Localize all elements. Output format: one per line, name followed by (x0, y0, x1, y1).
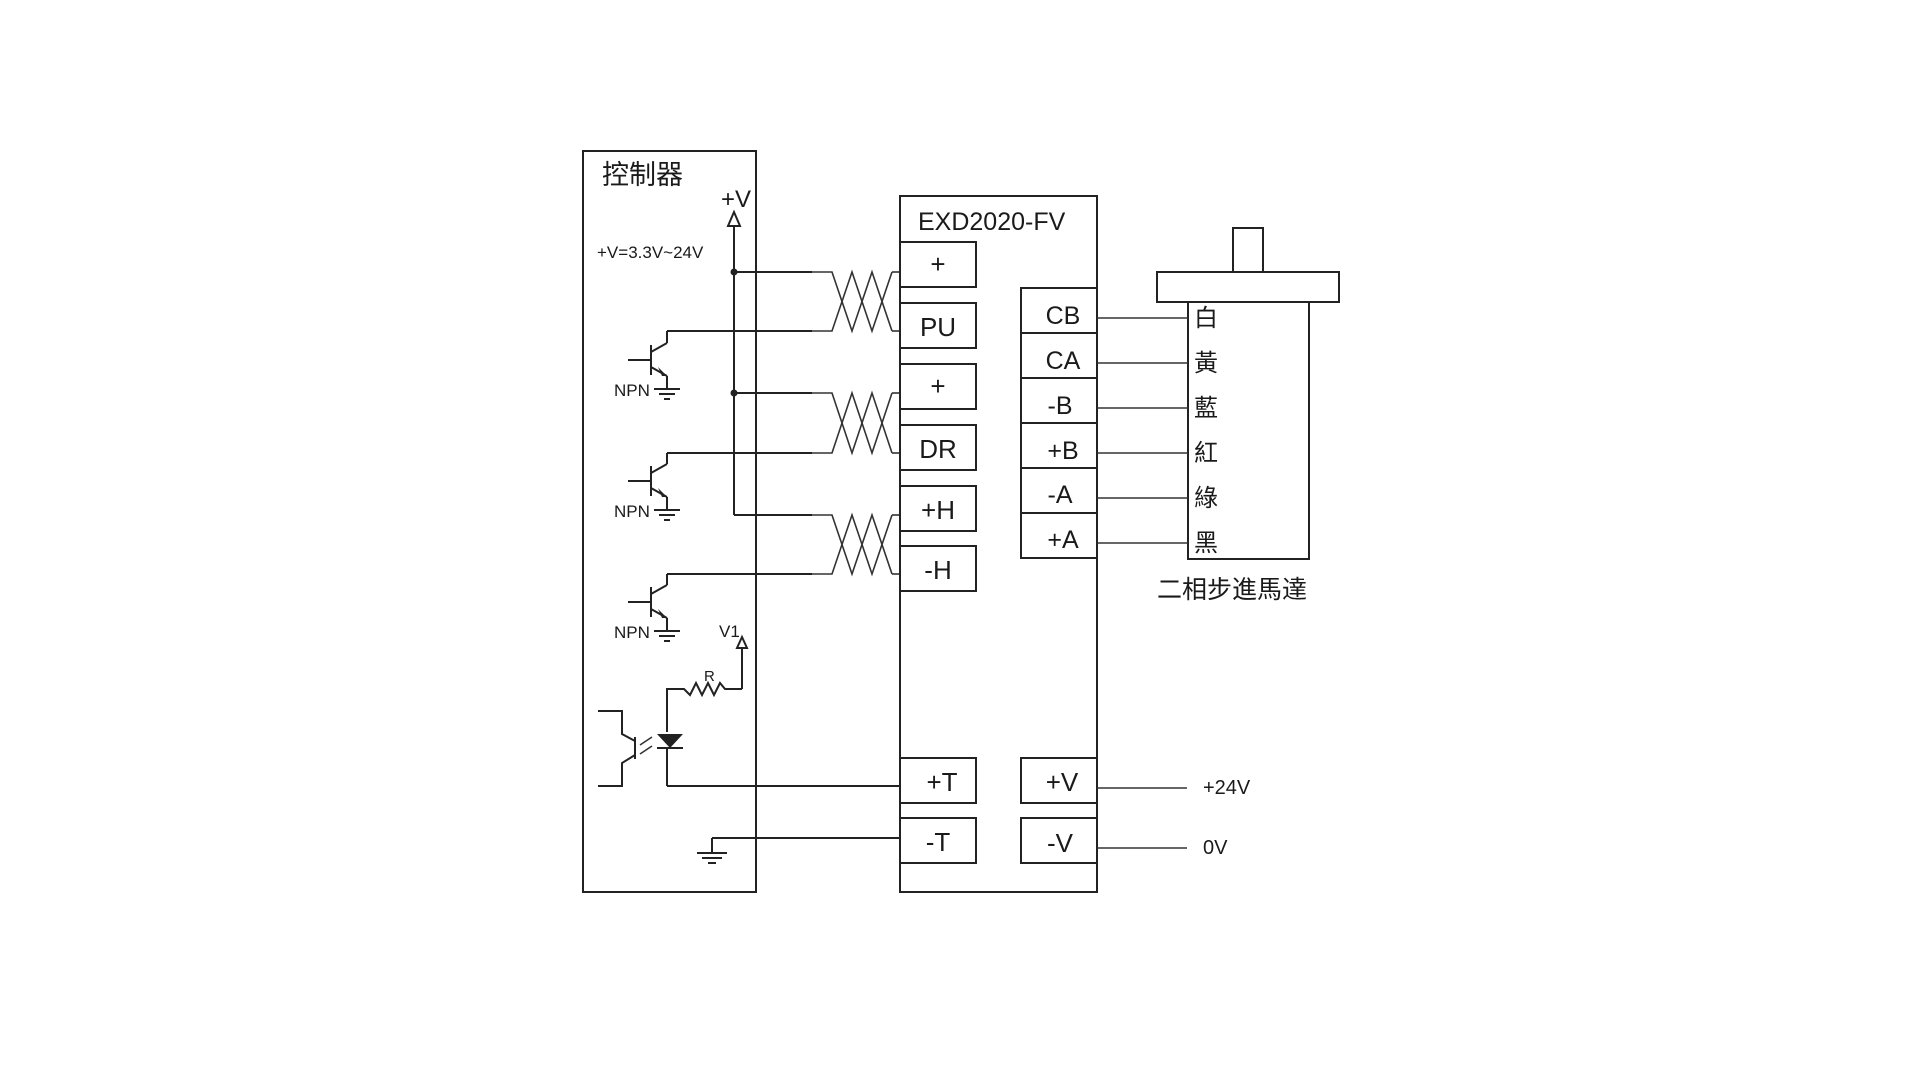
terminal-label: PU (920, 312, 956, 342)
wire-color-label: 綠 (1194, 484, 1218, 512)
terminal-label: +T (926, 767, 957, 797)
diode-icon (657, 734, 683, 748)
terminal-label: CA (1046, 347, 1081, 375)
terminal-label: DR (919, 434, 957, 464)
motor-flange (1156, 271, 1340, 303)
npn-transistor-3: NPN (614, 573, 812, 642)
npn-label: NPN (614, 623, 650, 642)
terminal-label: +A (1047, 526, 1079, 554)
motor-caption: 二相步進馬達 (1157, 575, 1307, 604)
plus24v-label: +24V (1203, 777, 1251, 799)
power-terminal-block: +V -V +24V 0V (1020, 757, 1251, 864)
wire-color-label: 黑 (1194, 529, 1218, 557)
resistor-icon (666, 680, 742, 732)
npn-label: NPN (614, 381, 650, 400)
terminal-label: -H (924, 555, 951, 585)
terminal-label: -B (1048, 392, 1073, 420)
wire-color-label: 紅 (1194, 439, 1218, 467)
wire-color-label: 黃 (1194, 349, 1218, 377)
twisted-pair-1 (812, 269, 900, 334)
terminal-label: -V (1047, 828, 1074, 858)
supply-label: +V (721, 186, 751, 213)
npn-label: NPN (614, 502, 650, 521)
ground-symbol (697, 837, 900, 864)
stepper-motor: 白 黃 藍 紅 綠 黑 二相步進馬達 (1097, 227, 1340, 604)
driver-model: EXD2020-FV (918, 208, 1066, 236)
terminal-label: +B (1047, 437, 1078, 465)
terminal-label: +V (1046, 767, 1079, 797)
npn-transistor-2: NPN (614, 452, 812, 521)
motor-shaft (1232, 227, 1264, 273)
terminal-label: -A (1048, 481, 1073, 509)
twisted-pair-3 (812, 512, 900, 577)
photocoupler-circuit: V1 R (598, 622, 900, 787)
controller-title: 控制器 (602, 160, 683, 191)
twisted-pair-2 (812, 390, 900, 456)
npn-transistor-1: NPN (614, 330, 812, 400)
wire-color-label: 藍 (1194, 394, 1218, 422)
terminal-label: -T (926, 827, 951, 857)
v1-label: V1 (719, 622, 740, 641)
motor-terminal-block: CB CA -B +B -A +A (1020, 287, 1098, 559)
terminal-label: +H (921, 495, 955, 525)
supply-range-label: +V=3.3V~24V (597, 243, 704, 262)
zerov-label: 0V (1203, 837, 1228, 859)
motor-body (1187, 301, 1310, 560)
wire-color-label: 白 (1194, 304, 1218, 332)
left-terminal-block: + PU + DR +H -H +T -T (899, 241, 977, 864)
terminal-label: + (930, 371, 945, 401)
terminal-label: + (930, 249, 945, 279)
resistor-label: R (704, 668, 715, 685)
controller-box (582, 150, 757, 893)
terminal-label: CB (1046, 302, 1081, 330)
